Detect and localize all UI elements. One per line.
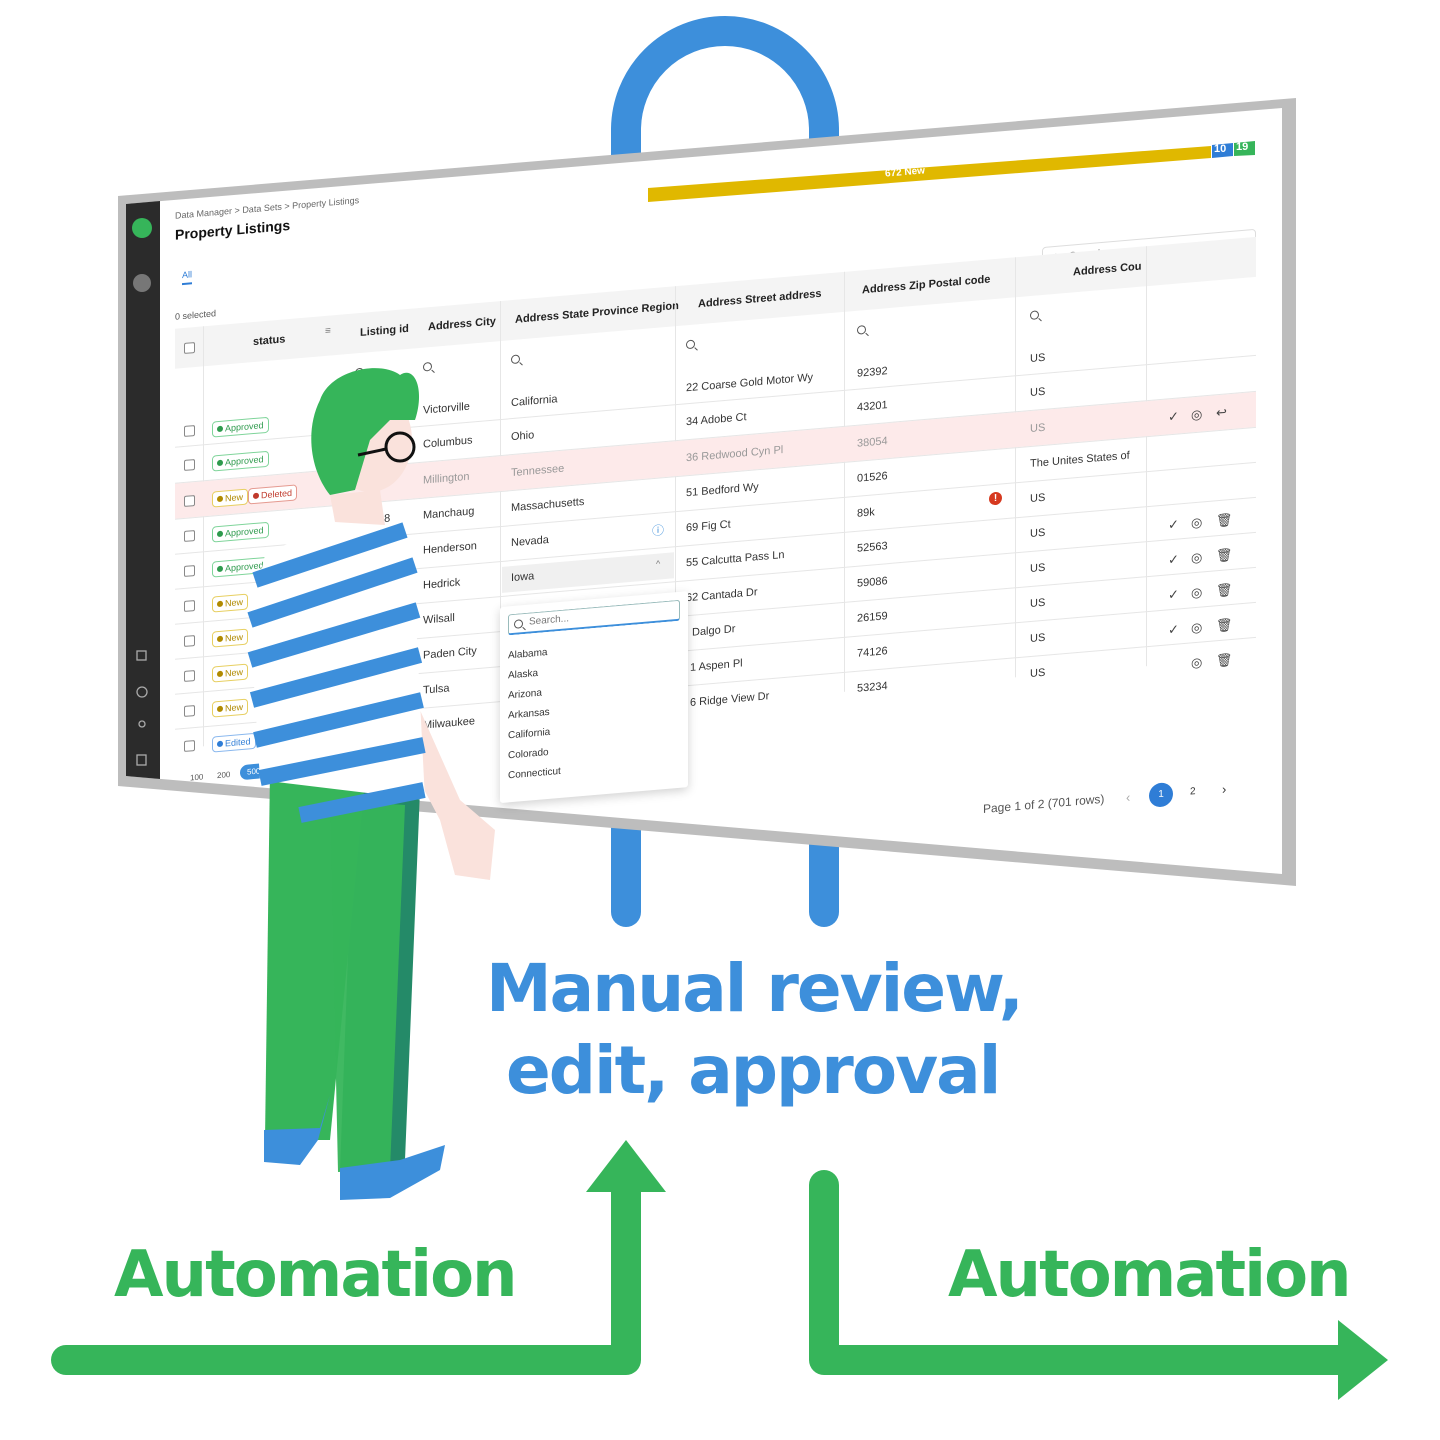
person-hair xyxy=(311,368,420,495)
app-logo-icon xyxy=(132,218,152,238)
person-shoe-left xyxy=(264,1095,330,1165)
shirt-stripes xyxy=(247,522,426,823)
app-sidebar xyxy=(126,201,160,779)
datasets-icon xyxy=(133,274,151,292)
help-icon xyxy=(136,686,148,698)
flow-arrow-up xyxy=(586,1140,666,1192)
user-icon xyxy=(138,720,146,728)
logout-icon xyxy=(136,754,147,766)
manual-review-caption: Manual review, xyxy=(486,950,1024,1027)
flow-line-right xyxy=(809,1170,1360,1375)
progress-blue-count: 10 xyxy=(1214,143,1227,155)
progress-green-bar xyxy=(1234,141,1255,156)
glasses-icon xyxy=(384,431,416,463)
progress-green-count: 19 xyxy=(1236,141,1249,153)
person-leg-front-2 xyxy=(330,800,405,1172)
manual-review-caption-2: edit, approval xyxy=(506,1032,1001,1109)
flow-line-left xyxy=(51,1170,641,1375)
person-neck xyxy=(330,490,385,525)
hanging-loop xyxy=(611,16,839,175)
person-shoe-right xyxy=(340,1145,445,1200)
flow-arrow-right xyxy=(1338,1320,1388,1400)
progress-new-bar xyxy=(648,146,1211,202)
progress-blue-bar xyxy=(1212,143,1233,158)
grid-icon xyxy=(136,650,147,661)
automation-caption-left: Automation xyxy=(114,1238,518,1312)
automation-caption-right: Automation xyxy=(948,1238,1352,1312)
